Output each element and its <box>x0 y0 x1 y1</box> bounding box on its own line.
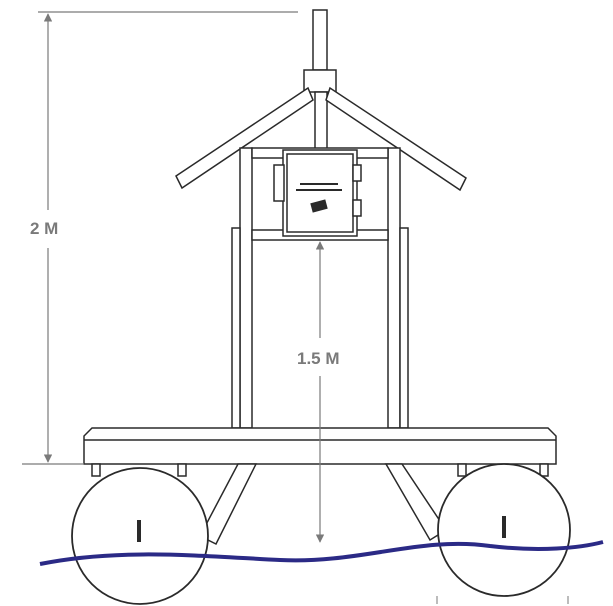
float-left <box>71 467 209 605</box>
mast <box>303 9 337 151</box>
deck-clearance-label: 1.5 M <box>297 349 340 368</box>
overall-height-label: 2 M <box>30 219 58 238</box>
struts <box>198 463 448 546</box>
roof <box>175 86 467 192</box>
instrument-box <box>273 149 362 237</box>
overall-height-dimension <box>22 11 298 465</box>
float-right <box>437 463 571 597</box>
water-line <box>39 540 604 566</box>
bottom-ticks <box>436 596 569 604</box>
